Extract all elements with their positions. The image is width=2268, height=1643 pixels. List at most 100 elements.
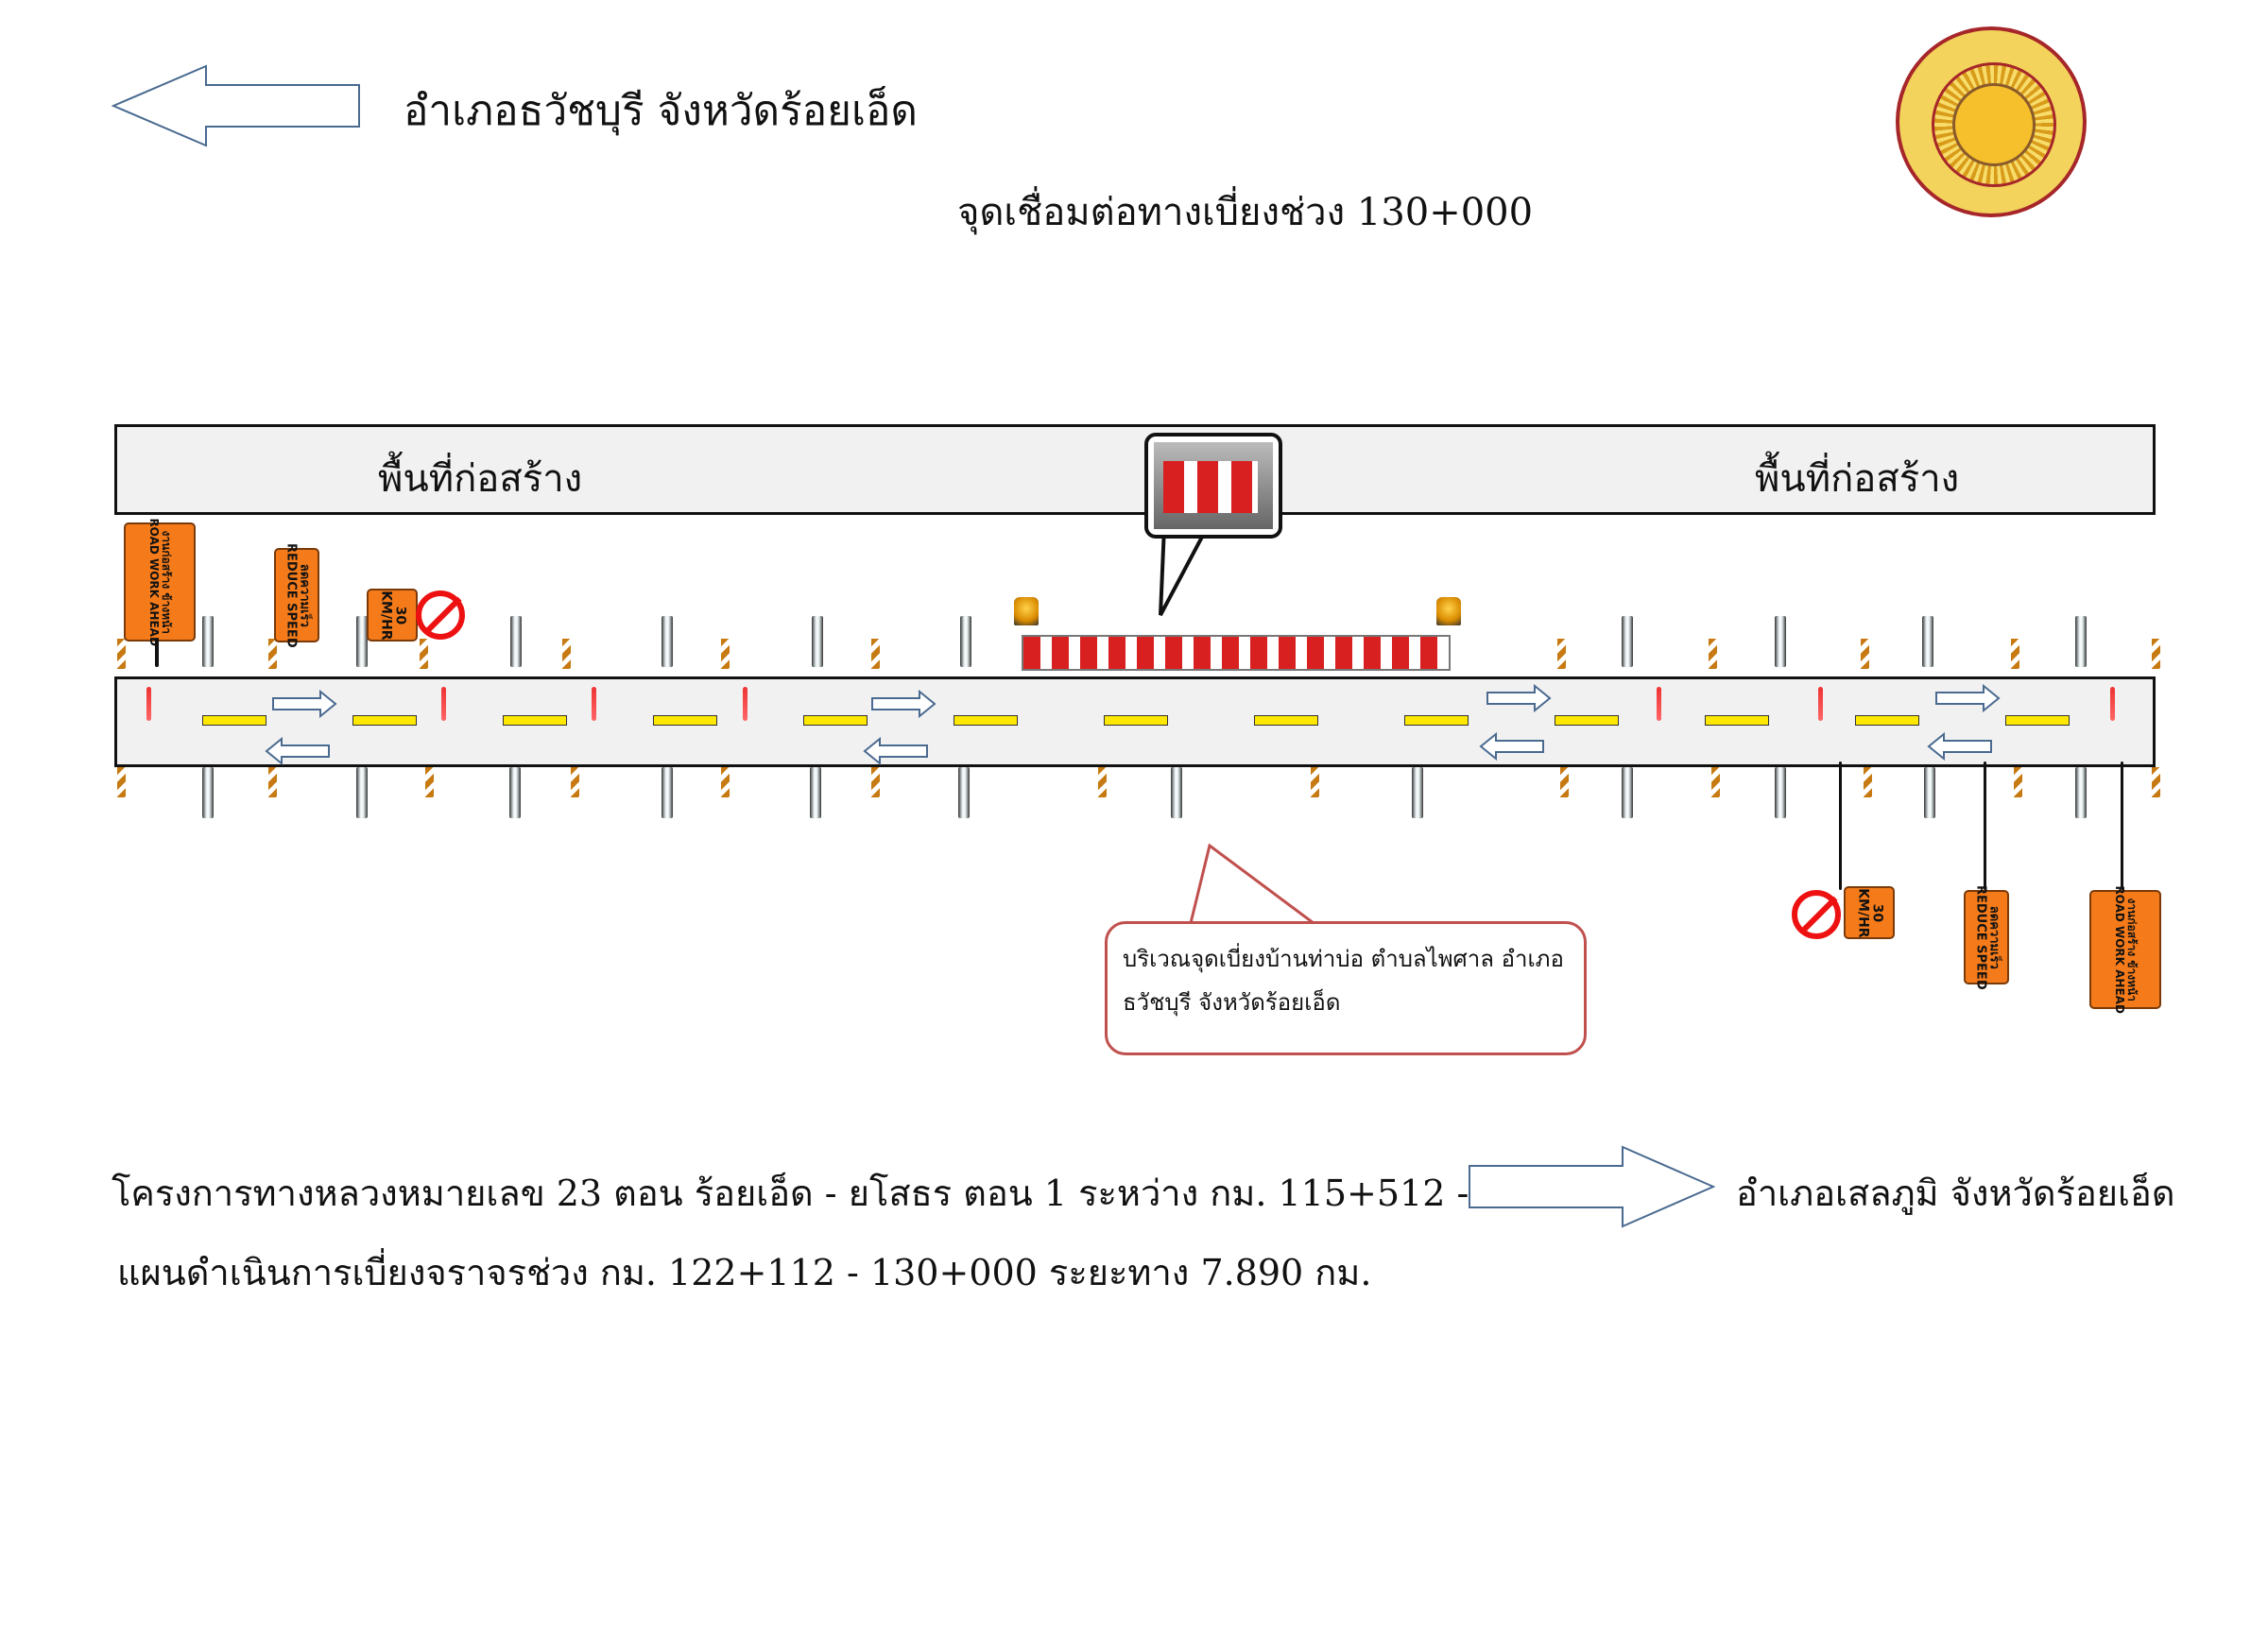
- direction-arrow-right-icon: [272, 690, 337, 719]
- callout-tail: [1159, 524, 1211, 616]
- sign-post: [2121, 762, 2123, 890]
- location-note: บริเวณจุดเบี่ยงบ้านท่าบ่อ ตำบลไพศาล อำเภ…: [1105, 921, 1587, 1055]
- sign-line: ROAD WORK AHEAD: [147, 518, 162, 646]
- department-of-highways-logo: [1896, 26, 2087, 217]
- traffic-delineator: [2110, 687, 2116, 721]
- guide-post: [959, 616, 971, 667]
- traffic-delineator: [1818, 687, 1824, 721]
- sign-line: REDUCE SPEED: [284, 542, 299, 648]
- barrier-photo-callout: [1144, 433, 1282, 539]
- lane-marking: [653, 715, 717, 726]
- striped-marker: [268, 639, 278, 669]
- striped-marker: [1097, 767, 1107, 797]
- striped-marker: [2013, 767, 2022, 797]
- guide-post: [510, 616, 523, 667]
- note-line-1: บริเวณจุดเบี่ยงบ้านท่าบ่อ ตำบลไพศาล อำเภ…: [1123, 946, 1564, 972]
- striped-marker: [1310, 767, 1319, 797]
- guide-post: [958, 767, 971, 818]
- sign-line: ลดความเร็ว: [1986, 905, 2002, 969]
- arrow-left-icon: [112, 64, 360, 147]
- guide-post: [662, 767, 674, 818]
- lane-marking: [202, 715, 266, 726]
- guide-post: [1774, 616, 1786, 667]
- striped-marker: [117, 639, 127, 669]
- guide-post: [1922, 616, 1934, 667]
- guide-post: [202, 616, 215, 667]
- warning-light-icon: [1436, 597, 1461, 625]
- sign-post: [1839, 762, 1842, 890]
- sign-line: 30: [392, 606, 408, 625]
- concrete-barrier-row: [1022, 635, 1451, 671]
- direction-arrow-left-icon: [264, 737, 330, 766]
- project-line: โครงการทางหลวงหมายเลข 23 ตอน ร้อยเอ็ด - …: [112, 1172, 1648, 1214]
- warning-light-icon: [1014, 597, 1039, 625]
- traffic-delineator: [1657, 687, 1662, 721]
- lane-marking: [803, 715, 868, 726]
- direction-arrow-right-icon: [1934, 684, 2001, 713]
- lane-marking: [1555, 715, 1619, 726]
- guide-post: [1923, 767, 1935, 818]
- lane-marking: [1254, 715, 1318, 726]
- guide-post: [1622, 616, 1634, 667]
- guide-post: [356, 616, 369, 667]
- sign-line: งานก่อสร้าง ข้างหน้า: [160, 530, 174, 634]
- sign-post: [155, 639, 159, 667]
- lane-marking: [1104, 715, 1168, 726]
- lane-marking: [2005, 715, 2070, 726]
- guide-post: [810, 767, 822, 818]
- sign-line: KM/HR: [1855, 887, 1871, 938]
- sign-post: [1984, 762, 1986, 890]
- lane-marking: [503, 715, 567, 726]
- note-callout-tail: [1189, 844, 1318, 925]
- construction-label-right: พื้นที่ก่อสร้าง: [1755, 457, 1960, 501]
- striped-marker: [571, 767, 580, 797]
- traffic-delineator: [742, 687, 747, 721]
- guide-post: [811, 616, 823, 667]
- striped-marker: [720, 767, 730, 797]
- striped-marker: [1708, 639, 1717, 669]
- guide-post: [2074, 616, 2087, 667]
- striped-marker: [1864, 767, 1873, 797]
- striped-marker: [2151, 767, 2160, 797]
- traffic-delineator: [146, 687, 152, 721]
- no-overtaking-sign-icon: [416, 590, 465, 640]
- striped-marker: [1556, 639, 1566, 669]
- left-destination: อำเภอธวัชบุรี จังหวัดร้อยเอ็ด: [404, 87, 919, 135]
- striped-marker: [1559, 767, 1569, 797]
- direction-arrow-right-icon: [1486, 684, 1552, 713]
- striped-marker: [117, 767, 127, 797]
- guide-post: [1622, 767, 1634, 818]
- guide-post: [202, 767, 215, 818]
- lane-marking: [1404, 715, 1469, 726]
- no-overtaking-sign-icon: [1792, 890, 1841, 939]
- direction-arrow-left-icon: [1927, 732, 1993, 762]
- barrier-photo: [1154, 442, 1273, 529]
- striped-marker: [561, 639, 571, 669]
- striped-marker: [871, 767, 881, 797]
- striped-marker: [1861, 639, 1870, 669]
- sign-line: 30: [1869, 903, 1885, 922]
- striped-marker: [2010, 639, 2019, 669]
- striped-marker: [1710, 767, 1720, 797]
- direction-arrow-left-icon: [863, 737, 929, 766]
- sign-line: งานก่อสร้าง ข้างหน้า: [2125, 898, 2139, 1001]
- striped-marker: [268, 767, 278, 797]
- striped-marker: [871, 639, 881, 669]
- lane-marking: [954, 715, 1018, 726]
- lane-marking: [352, 715, 417, 726]
- sign-line: REDUCE SPEED: [1973, 884, 1988, 990]
- lane-marking: [1855, 715, 1919, 726]
- guide-post: [662, 616, 674, 667]
- striped-marker: [2151, 639, 2160, 669]
